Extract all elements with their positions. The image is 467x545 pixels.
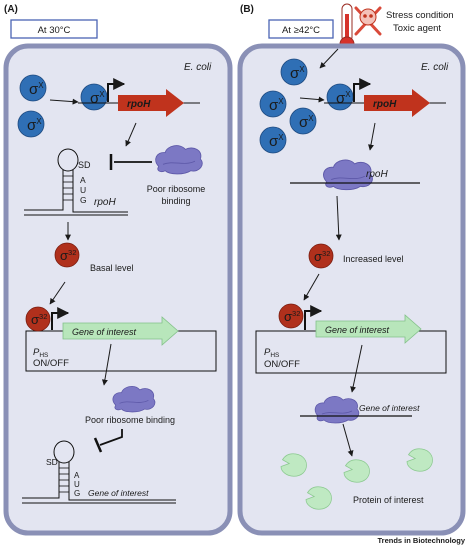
svg-text:σ32: σ32 bbox=[60, 248, 76, 263]
panel-b-protein-label: Protein of interest bbox=[353, 495, 424, 505]
panel-a-rpoH-gene-arrow bbox=[118, 89, 184, 117]
panel-b-sigma-x-1: σX bbox=[280, 58, 308, 86]
panel-a-condition-box bbox=[10, 19, 98, 39]
panel-a-sigma-x-bound: σX bbox=[80, 83, 108, 111]
svg-text:σ32: σ32 bbox=[284, 309, 300, 324]
panel-a-rpoH-mrna-label: rpoH bbox=[94, 197, 116, 208]
panel-a-ribosome-note-1: Poor ribosome bbox=[147, 184, 206, 194]
panel-a-sigma-x-1: σX bbox=[19, 74, 47, 102]
panel-a-ribosome-note-2: binding bbox=[161, 196, 190, 206]
panel-a-binding-arrow bbox=[49, 98, 79, 105]
protein-icon-2 bbox=[343, 459, 370, 483]
panel-b-sigma-x-bound: σX bbox=[326, 83, 354, 111]
svg-text:σX: σX bbox=[29, 81, 44, 98]
panel-b-arrow-3 bbox=[335, 195, 342, 241]
panel-a-aug-g: G bbox=[80, 195, 87, 205]
panel-a-aug2-u: U bbox=[74, 480, 80, 489]
skull-crossbones-icon bbox=[354, 6, 382, 36]
panel-b-promoter-hs-arrow-icon bbox=[304, 305, 323, 330]
panel-a-sigma-x-2: σX bbox=[17, 110, 45, 138]
panel-a-aug-u: U bbox=[80, 185, 86, 195]
panel-a-label: (A) bbox=[4, 4, 18, 15]
panel-b-gene-of-interest-label: Gene of interest bbox=[325, 325, 390, 335]
panel-b-level-label: Increased level bbox=[343, 254, 404, 264]
panel-a-promoter-arrow-icon bbox=[107, 78, 126, 102]
panel-a-aug2-a: A bbox=[74, 471, 80, 480]
panel-b-stress-arrow bbox=[319, 48, 339, 69]
panel-a-goi-mrna-hairpin bbox=[22, 440, 176, 504]
panel-a-onoff-label: ON/OFF bbox=[33, 358, 69, 369]
panel-b-organism: E. coli bbox=[421, 62, 449, 73]
panel-a-sigma32-bound: σ32 bbox=[25, 306, 51, 332]
panel-b-promoter-label: PHS bbox=[264, 347, 280, 359]
panel-b-cell bbox=[237, 43, 466, 536]
panel-a-level-label: Basal level bbox=[90, 263, 134, 273]
panel-b-sigma32-bound: σ32 bbox=[278, 303, 304, 329]
svg-text:σX: σX bbox=[269, 97, 284, 114]
panel-a-organism: E. coli bbox=[184, 62, 212, 73]
panel-a-gene-of-interest-arrow bbox=[62, 316, 179, 346]
panel-a-arrow-5 bbox=[101, 343, 112, 386]
panel-b-rpoH-mrna-label: rpoH bbox=[366, 169, 388, 180]
svg-text:σX: σX bbox=[299, 114, 314, 131]
panel-b-sigma32: σ32 bbox=[308, 243, 334, 269]
protein-icon-1 bbox=[280, 453, 307, 477]
panel-b-rpoH-gene-label: rpoH bbox=[373, 99, 397, 110]
svg-text:σX: σX bbox=[90, 90, 105, 107]
panel-b-sigma-x-3: σX bbox=[289, 107, 317, 135]
panel-a-inhibition-bar-2 bbox=[93, 437, 103, 453]
panel-a-sd-label: SD bbox=[78, 160, 91, 170]
panel-a-goi-mrna-label: Gene of interest bbox=[88, 488, 149, 498]
panel-b-condition-box bbox=[268, 19, 334, 39]
panel-b-stress-1: Stress condition bbox=[386, 10, 454, 21]
panel-b-promoter-arrow-icon bbox=[353, 78, 372, 102]
panel-b-rpoH-gene-arrow bbox=[364, 89, 430, 117]
panel-b-binding-arrow bbox=[299, 96, 325, 103]
panel-b-condition: At ≥42°C bbox=[282, 25, 320, 36]
panel-a-rpoH-gene-label: rpoH bbox=[127, 99, 151, 110]
panel-a-inhibition-line-2 bbox=[99, 429, 123, 446]
svg-text:σ32: σ32 bbox=[314, 249, 330, 264]
panel-a-promoter-hs-arrow-icon bbox=[51, 307, 70, 330]
panel-b-label: (B) bbox=[240, 4, 254, 15]
protein-icon-4 bbox=[305, 486, 332, 510]
protein-icon-3 bbox=[406, 448, 433, 472]
panel-a-aug-a: A bbox=[80, 175, 86, 185]
panel-b-sigma-x-4: σX bbox=[259, 126, 287, 154]
svg-text:σX: σX bbox=[269, 133, 284, 150]
panel-a-arrow-4 bbox=[49, 281, 66, 305]
panel-a-promoter-label: PHS bbox=[33, 347, 49, 359]
panel-a-sigma32: σ32 bbox=[54, 242, 80, 268]
panel-b-gene-of-interest-arrow bbox=[315, 314, 422, 344]
panel-b-onoff-label: ON/OFF bbox=[264, 359, 300, 370]
svg-text:σ32: σ32 bbox=[31, 312, 47, 327]
panel-a-condition: At 30°C bbox=[38, 25, 71, 36]
panel-b-arrow-4 bbox=[303, 273, 320, 301]
panel-b-arrow-2 bbox=[368, 122, 376, 151]
journal-footer: Trends in Biotechnology bbox=[377, 536, 465, 545]
panel-b-goi-mrna-label: Gene of interest bbox=[359, 403, 420, 413]
svg-text:σX: σX bbox=[336, 90, 351, 107]
panel-a-poor-binding-label: Poor ribosome binding bbox=[85, 415, 175, 425]
panel-a-arrow-2 bbox=[125, 122, 137, 147]
panel-b-arrow-5 bbox=[350, 344, 363, 393]
panel-b-sigma-x-2: σX bbox=[259, 90, 287, 118]
svg-text:σX: σX bbox=[27, 117, 42, 134]
panel-a-gene-of-interest-label: Gene of interest bbox=[72, 327, 137, 337]
panel-b-arrow-6 bbox=[342, 423, 354, 457]
panel-a-aug2-g: G bbox=[74, 489, 80, 498]
panel-a-sd2-label: SD bbox=[46, 457, 58, 467]
panel-a-rpoH-mrna-hairpin bbox=[24, 148, 128, 216]
svg-text:σX: σX bbox=[290, 65, 305, 82]
panel-b-stress-2: Toxic agent bbox=[393, 23, 441, 34]
